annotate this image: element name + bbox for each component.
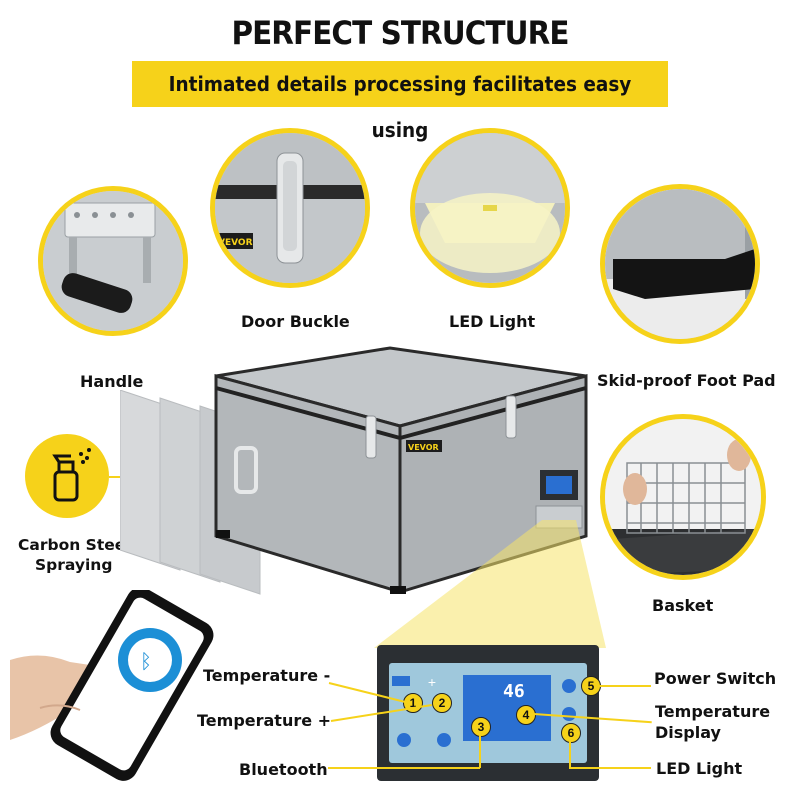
marker-6: 6 (561, 723, 581, 743)
power-key[interactable] (562, 679, 576, 693)
callout-line-3a (479, 735, 481, 768)
panel-projection (374, 520, 606, 648)
carbon-steel-label: Carbon Steel (18, 536, 131, 554)
marker-5: 5 (581, 676, 601, 696)
page-title: PERFECT STRUCTURE (231, 14, 569, 52)
subtitle-banner: Intimated details processing facilitates… (132, 61, 668, 142)
foot-pad-detail-image (600, 184, 760, 344)
display-temperature: 46 (503, 681, 525, 702)
basket-label: Basket (652, 596, 714, 615)
led-light-detail-image (410, 128, 570, 288)
svg-text:VEVOR: VEVOR (218, 238, 253, 248)
callout-line-6a (569, 741, 571, 768)
spray-icon (25, 434, 109, 518)
callout-label-6: LED Light (656, 759, 743, 778)
door-buckle-detail-image: VEVOR (210, 128, 370, 288)
callout-label-4-line1: Temperature (655, 702, 771, 721)
plus-key[interactable]: + (427, 674, 437, 690)
callout-label-5: Power Switch (654, 669, 777, 688)
freezer-logo: VEVOR (408, 443, 439, 452)
callout-label-1: Temperature - (203, 666, 331, 685)
bluetooth-key[interactable] (397, 733, 411, 747)
callout-line-6b (569, 767, 651, 769)
bluetooth-icon: ᛒ (140, 649, 152, 673)
marker-2: 2 (432, 693, 452, 713)
spraying-label: Spraying (35, 556, 113, 574)
function-key[interactable] (437, 733, 451, 747)
subtitle-text: Intimated details processing facilitates… (168, 72, 632, 142)
led-light-label: LED Light (449, 312, 536, 331)
control-panel-closeup: + 46 (377, 645, 599, 781)
minus-key[interactable] (392, 676, 410, 686)
basket-detail-image (600, 414, 766, 580)
callout-label-4-line2: Display (655, 723, 721, 742)
foot-pad-label: Skid-proof Foot Pad (597, 371, 776, 390)
led-key[interactable] (562, 707, 576, 721)
callout-line-5 (599, 685, 651, 687)
door-buckle-label: Door Buckle (241, 312, 350, 331)
hand-phone-image: ᛒ (10, 590, 214, 781)
handle-label: Handle (80, 372, 144, 391)
callout-label-2: Temperature + (197, 711, 332, 730)
callout-line-3b (328, 767, 480, 769)
marker-3: 3 (471, 717, 491, 737)
callout-label-3: Bluetooth (239, 760, 328, 779)
handle-detail-image (38, 186, 188, 336)
